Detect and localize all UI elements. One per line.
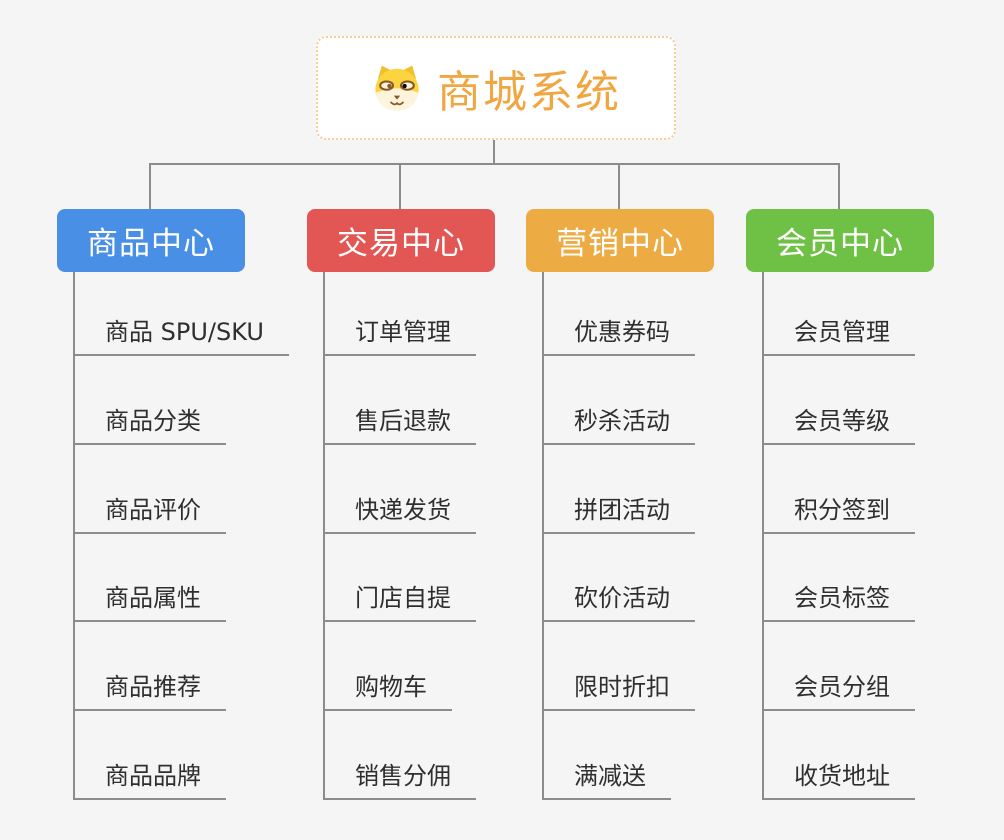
branch-header-label: 交易中心	[337, 226, 465, 262]
tree-node-item[interactable]: 秒杀活动	[542, 401, 695, 445]
connector-drop-product	[149, 163, 151, 209]
branch-header-label: 会员中心	[776, 226, 904, 262]
tree-node-item[interactable]: 限时折扣	[542, 667, 695, 711]
tree-node-item[interactable]: 会员分组	[762, 667, 915, 711]
tree-node-item[interactable]: 优惠券码	[542, 312, 695, 356]
tree-node-item[interactable]: 满减送	[542, 756, 671, 800]
tree-node-item[interactable]: 商品评价	[73, 490, 226, 534]
tree-node-item[interactable]: 商品品牌	[73, 756, 226, 800]
root-title: 商城系统	[437, 67, 621, 118]
tree-node-item[interactable]: 销售分佣	[323, 756, 476, 800]
branch-header-label: 营销中心	[556, 226, 684, 262]
branch-header-label: 商品中心	[87, 226, 215, 262]
connector-drop-member	[838, 163, 840, 209]
branch-children-member-center: 会员管理 会员等级 积分签到 会员标签 会员分组 收货地址	[762, 272, 1002, 812]
tree-node-item[interactable]: 购物车	[323, 667, 452, 711]
tree-node-item[interactable]: 售后退款	[323, 401, 476, 445]
branch-trunk-line	[323, 272, 325, 800]
branch-trunk-line	[542, 272, 544, 800]
branch-header-trade-center[interactable]: 交易中心	[307, 209, 495, 272]
branch-children-trade-center: 订单管理 售后退款 快递发货 门店自提 购物车 销售分佣	[323, 272, 563, 812]
tree-node-item[interactable]: 积分签到	[762, 490, 915, 534]
tree-node-item[interactable]: 会员管理	[762, 312, 915, 356]
tree-node-item[interactable]: 订单管理	[323, 312, 476, 356]
branch-header-marketing-center[interactable]: 营销中心	[526, 209, 714, 272]
branch-header-product-center[interactable]: 商品中心	[57, 209, 245, 272]
tree-node-item[interactable]: 门店自提	[323, 578, 476, 622]
tree-node-item[interactable]: 砍价活动	[542, 578, 695, 622]
root-node[interactable]: 商城系统	[316, 36, 676, 140]
tree-node-item[interactable]: 收货地址	[762, 756, 915, 800]
branch-children-product-center: 商品 SPU/SKU 商品分类 商品评价 商品属性 商品推荐 商品品牌	[73, 272, 313, 812]
branch-trunk-line	[73, 272, 75, 800]
dog-face-icon	[371, 64, 423, 112]
tree-node-item[interactable]: 拼团活动	[542, 490, 695, 534]
tree-node-item[interactable]: 商品分类	[73, 401, 226, 445]
branch-children-marketing-center: 优惠券码 秒杀活动 拼团活动 砍价活动 限时折扣 满减送	[542, 272, 782, 812]
tree-node-item[interactable]: 商品属性	[73, 578, 226, 622]
tree-node-item[interactable]: 商品 SPU/SKU	[73, 312, 289, 356]
tree-node-item[interactable]: 商品推荐	[73, 667, 226, 711]
branch-header-member-center[interactable]: 会员中心	[746, 209, 934, 272]
connector-drop-marketing	[618, 163, 620, 209]
tree-node-item[interactable]: 会员标签	[762, 578, 915, 622]
tree-node-item[interactable]: 快递发货	[323, 490, 476, 534]
connector-drop-trade	[399, 163, 401, 209]
branch-trunk-line	[762, 272, 764, 800]
connector-horizontal	[149, 163, 840, 165]
tree-node-item[interactable]: 会员等级	[762, 401, 915, 445]
connector-root-drop	[493, 140, 495, 164]
